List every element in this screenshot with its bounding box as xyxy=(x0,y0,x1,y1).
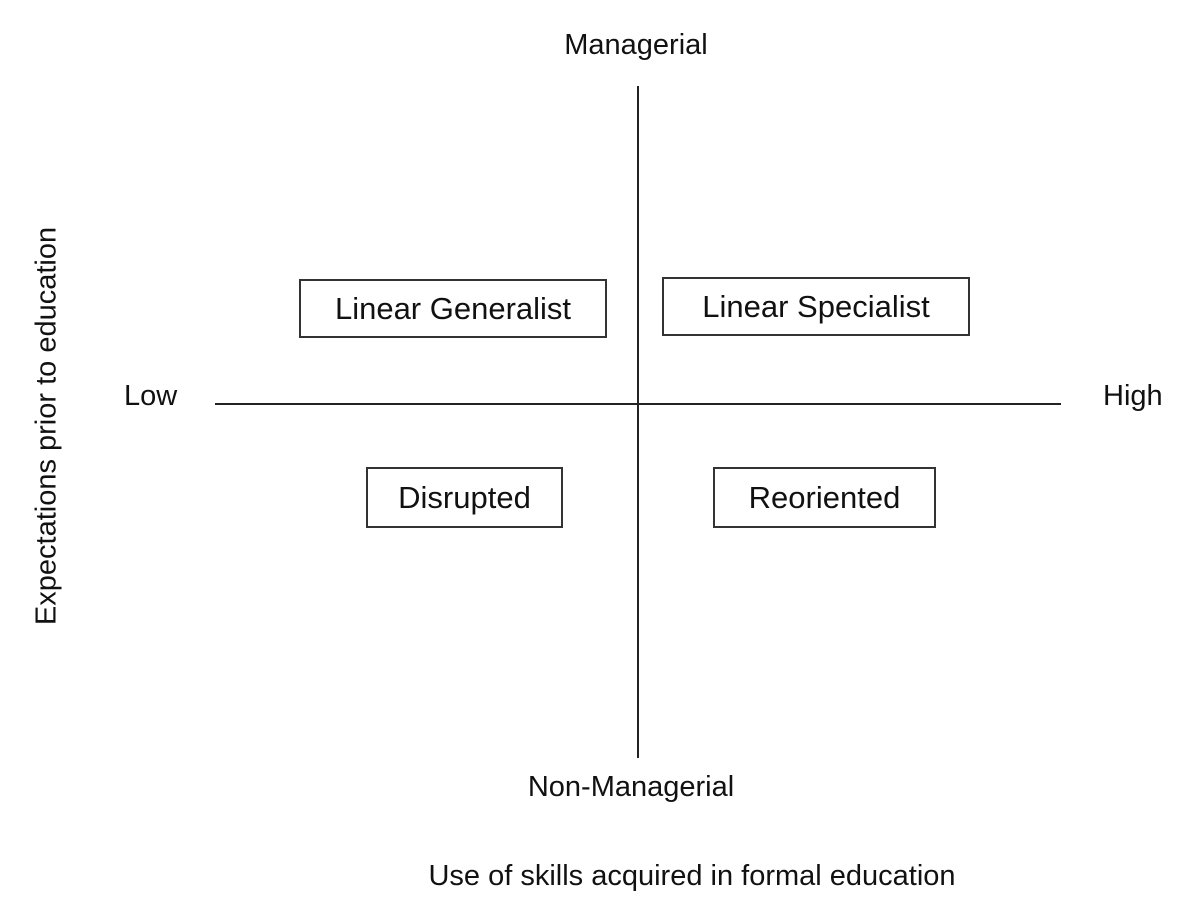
horizontal-axis-line xyxy=(215,403,1061,405)
quadrant-label: Disrupted xyxy=(398,480,531,515)
quadrant-label: Reoriented xyxy=(748,480,901,515)
quadrant-label: Linear Specialist xyxy=(702,289,930,324)
quadrant-box-top-left: Linear Generalist xyxy=(299,279,607,338)
vertical-axis-top-label: Managerial xyxy=(564,29,708,61)
horizontal-axis-left-label: Low xyxy=(124,380,178,412)
vertical-axis-line xyxy=(637,86,639,758)
quadrant-label: Linear Generalist xyxy=(334,291,572,326)
vertical-axis-bottom-label: Non-Managerial xyxy=(527,771,735,803)
horizontal-axis-right-label: High xyxy=(1103,380,1163,412)
quadrant-box-bottom-right: Reoriented xyxy=(713,467,936,528)
quadrant-box-bottom-left: Disrupted xyxy=(366,467,563,528)
y-axis-title: Expectations prior to education xyxy=(30,226,63,626)
x-axis-title: Use of skills acquired in formal educati… xyxy=(428,860,956,892)
quadrant-box-top-right: Linear Specialist xyxy=(662,277,970,336)
